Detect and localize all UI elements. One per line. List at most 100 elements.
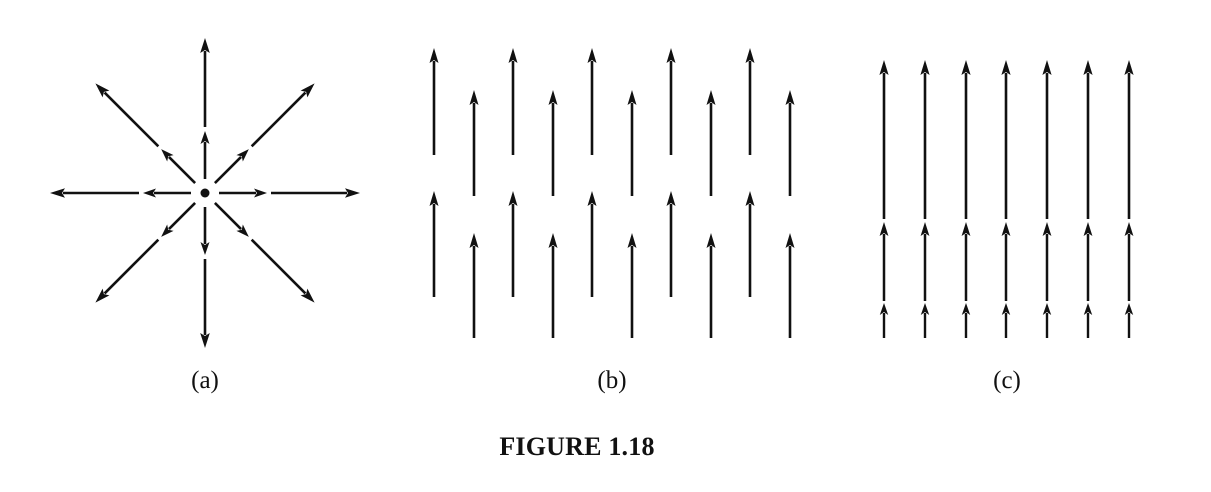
uniform-arrow-head xyxy=(706,233,716,248)
radial-outer-arrow xyxy=(200,38,210,127)
field-arrow-medium xyxy=(1042,222,1052,301)
radial-outer-arrow xyxy=(50,188,139,198)
field-arrow-long xyxy=(879,60,889,219)
uniform-arrow-head xyxy=(508,48,518,63)
radial-inner-arrow-head xyxy=(236,149,249,162)
uniform-arrow-head xyxy=(469,90,479,105)
uniform-arrow xyxy=(785,233,795,338)
uniform-arrow xyxy=(706,233,716,338)
uniform-arrow-head xyxy=(627,233,637,248)
radial-outer-arrow xyxy=(95,83,160,148)
radial-inner-arrow-head xyxy=(254,188,267,198)
uniform-arrow-head xyxy=(548,90,558,105)
field-arrow-short-head xyxy=(1042,303,1052,315)
radial-inner-arrow-head xyxy=(236,224,249,237)
uniform-arrow xyxy=(666,191,676,297)
radial-outer-arrow xyxy=(200,259,210,348)
radial-inner-arrow xyxy=(219,188,267,198)
figure-caption: FIGURE 1.18 xyxy=(499,432,655,461)
uniform-arrow-head xyxy=(666,48,676,63)
field-arrow-short xyxy=(1042,303,1052,338)
uniform-arrow xyxy=(666,48,676,155)
radial-outer-arrow xyxy=(250,83,315,148)
radial-outer-arrow xyxy=(95,238,160,303)
field-arrow-medium-head xyxy=(879,222,889,236)
field-arrow-long xyxy=(1042,60,1052,219)
radial-inner-arrow-shaft xyxy=(213,201,242,230)
uniform-arrow-head xyxy=(587,191,597,206)
radial-outer-arrow-shaft xyxy=(250,238,307,295)
field-arrow-short-head xyxy=(920,303,930,315)
field-arrow-short xyxy=(961,303,971,338)
radial-inner-arrow xyxy=(143,188,191,198)
radial-inner-arrow xyxy=(200,131,210,179)
radial-inner-arrow-head xyxy=(161,149,174,162)
radial-outer-arrow-head xyxy=(50,188,65,198)
uniform-arrow xyxy=(627,90,637,196)
panel-b-uniform-field xyxy=(429,48,795,338)
uniform-arrow-head xyxy=(706,90,716,105)
radial-outer-arrow-head xyxy=(95,83,110,98)
radial-inner-arrow xyxy=(161,149,197,185)
uniform-arrow xyxy=(745,191,755,297)
field-arrow-long-head xyxy=(1042,60,1052,75)
uniform-arrow xyxy=(548,233,558,338)
field-arrow-short-head xyxy=(1083,303,1093,315)
field-arrow-medium-head xyxy=(1001,222,1011,236)
panel-c-label: (c) xyxy=(993,367,1021,394)
uniform-arrow xyxy=(429,191,439,297)
uniform-arrow-head xyxy=(627,90,637,105)
field-arrow-medium xyxy=(961,222,971,301)
radial-outer-arrow-head xyxy=(300,288,315,303)
radial-outer-arrow-head xyxy=(200,333,210,348)
uniform-arrow-head xyxy=(548,233,558,248)
field-arrow-medium xyxy=(1001,222,1011,301)
uniform-arrow-head xyxy=(745,48,755,63)
uniform-arrow xyxy=(548,90,558,196)
field-arrow-medium-head xyxy=(1124,222,1134,236)
field-arrow-long xyxy=(1001,60,1011,219)
uniform-arrow xyxy=(627,233,637,338)
radial-outer-arrow-head xyxy=(95,288,110,303)
field-arrow-medium xyxy=(1083,222,1093,301)
field-arrow-long xyxy=(961,60,971,219)
radial-outer-arrow-shaft xyxy=(250,91,307,148)
field-arrow-short-head xyxy=(961,303,971,315)
field-arrow-long-head xyxy=(1083,60,1093,75)
radial-inner-arrow xyxy=(161,201,197,237)
field-arrow-short-head xyxy=(1124,303,1134,315)
uniform-arrow xyxy=(785,90,795,196)
uniform-arrow xyxy=(508,48,518,155)
field-arrow-long-head xyxy=(961,60,971,75)
field-arrow-long-head xyxy=(1124,60,1134,75)
radial-outer-arrow-head xyxy=(200,38,210,53)
uniform-arrow-head xyxy=(785,233,795,248)
uniform-arrow xyxy=(587,48,597,155)
uniform-arrow-head xyxy=(469,233,479,248)
radial-outer-arrow-shaft xyxy=(103,91,160,148)
radial-inner-arrow-shaft xyxy=(168,156,197,185)
uniform-arrow xyxy=(429,48,439,155)
uniform-arrow xyxy=(587,191,597,297)
field-arrow-medium-head xyxy=(961,222,971,236)
field-arrow-short xyxy=(1001,303,1011,338)
uniform-arrow-head xyxy=(785,90,795,105)
field-arrow-medium-head xyxy=(1083,222,1093,236)
field-arrow-long-head xyxy=(1001,60,1011,75)
radial-inner-arrow xyxy=(213,149,249,185)
radial-inner-arrow-head xyxy=(200,242,210,255)
panel-a-radial-field xyxy=(50,38,360,348)
uniform-arrow xyxy=(706,90,716,196)
radial-outer-arrow xyxy=(250,238,315,303)
panel-c-increasing-field xyxy=(879,60,1134,338)
radial-inner-arrow-shaft xyxy=(168,201,197,230)
field-arrow-short-head xyxy=(879,303,889,315)
field-arrow-long-head xyxy=(879,60,889,75)
radial-inner-arrow xyxy=(200,207,210,255)
uniform-arrow-head xyxy=(666,191,676,206)
radial-inner-arrow-head xyxy=(143,188,156,198)
uniform-arrow-head xyxy=(745,191,755,206)
uniform-arrow-head xyxy=(429,48,439,63)
field-arrow-long-head xyxy=(920,60,930,75)
field-arrow-medium xyxy=(920,222,930,301)
